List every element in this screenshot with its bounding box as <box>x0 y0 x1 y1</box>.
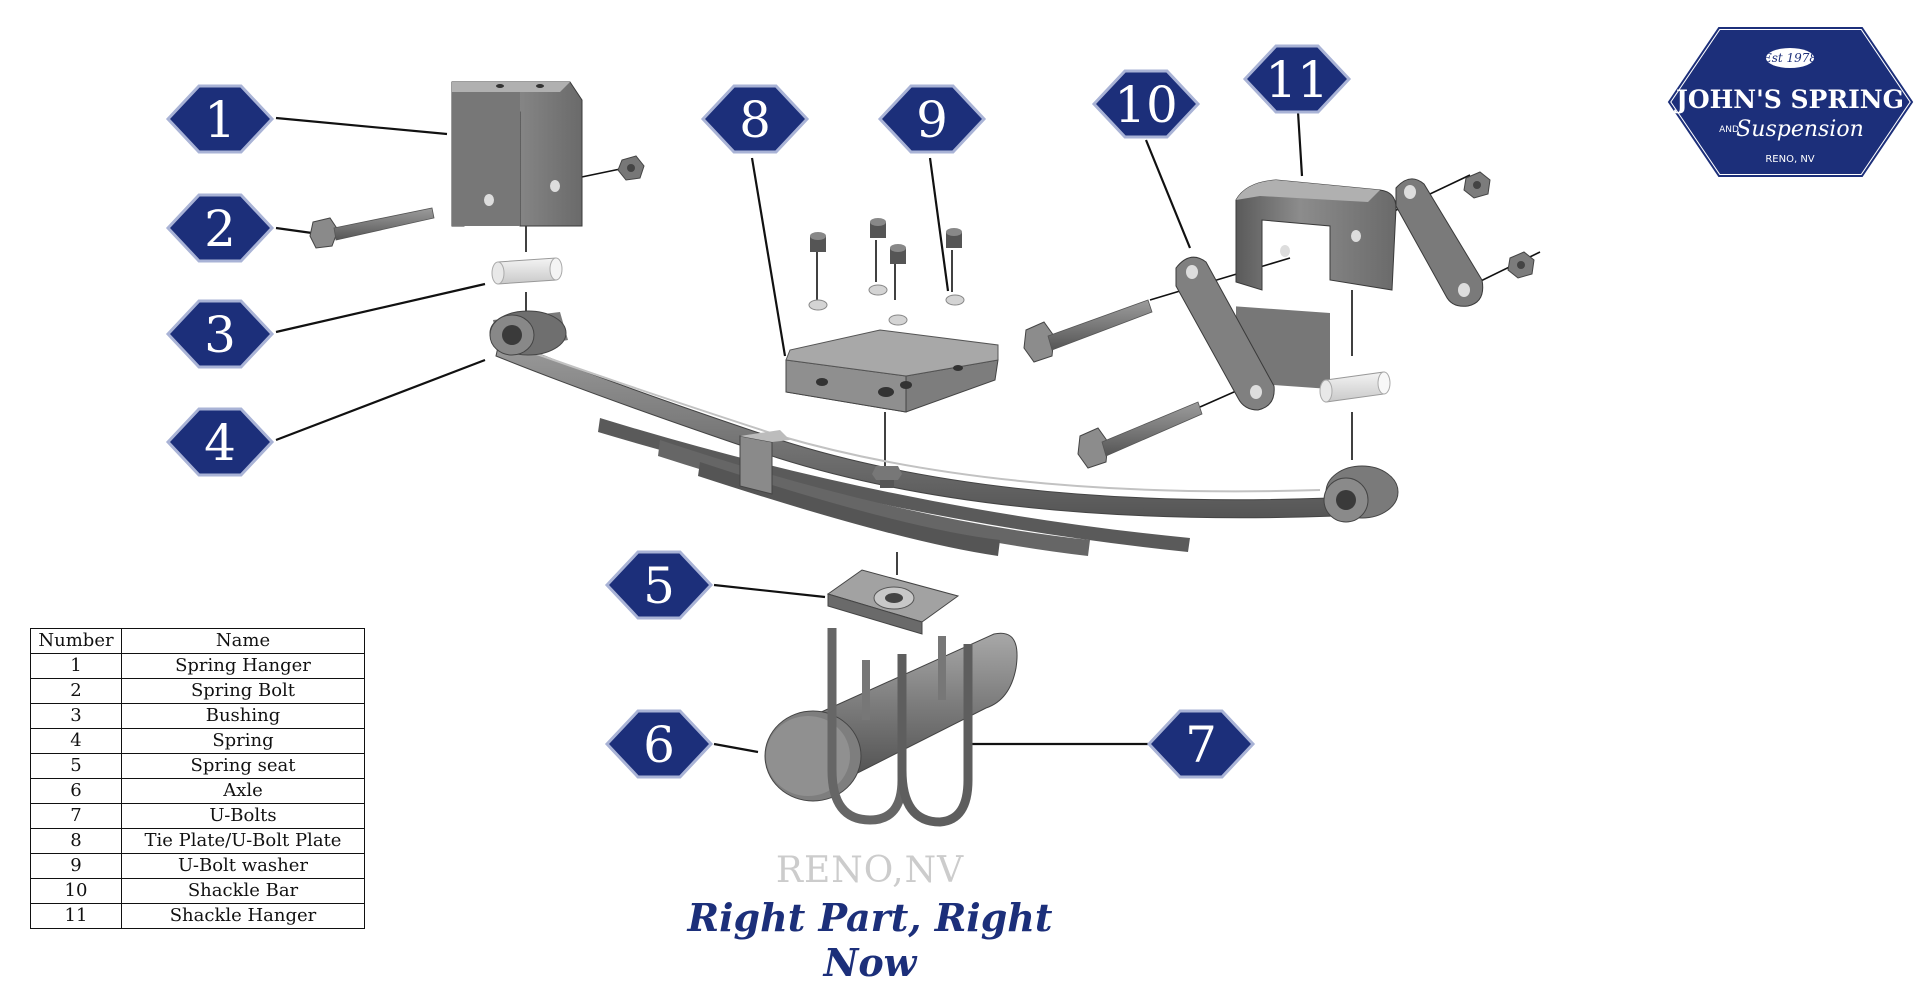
callout-number: 10 <box>1114 76 1178 134</box>
row-number: 9 <box>30 853 122 879</box>
u-bolt-washers-part <box>808 284 965 326</box>
row-name: U-Bolts <box>121 803 365 829</box>
logo-location: RENO, NV <box>1765 154 1814 165</box>
row-number: 11 <box>30 903 122 929</box>
callout-badges: 1 2 3 4 5 6 7 8 <box>165 44 1352 779</box>
callout-number: 6 <box>643 716 675 774</box>
callout-number: 8 <box>739 91 771 149</box>
row-name: Tie Plate/U-Bolt Plate <box>121 828 365 854</box>
row-number: 7 <box>30 803 122 829</box>
callout-badge-10: 10 <box>1091 69 1201 139</box>
row-name: Shackle Bar <box>121 878 365 904</box>
callout-badge-5: 5 <box>604 550 714 620</box>
leaf-spring-part <box>489 310 1399 556</box>
row-name: Spring Hanger <box>121 653 365 679</box>
row-name: Spring seat <box>121 753 365 779</box>
callout-badge-2: 2 <box>165 193 275 263</box>
exploded-suspension-diagram: 1 2 3 4 5 6 7 8 <box>165 26 1915 827</box>
footer-tagline: Right Part, Right Now <box>687 895 1053 985</box>
row-number: 1 <box>30 653 122 679</box>
row-name: Bushing <box>121 703 365 729</box>
row-number: 6 <box>30 778 122 804</box>
shackle-bolts-part <box>1023 299 1203 469</box>
row-name: Spring <box>121 728 365 754</box>
callout-badge-4: 4 <box>165 407 275 477</box>
row-name: Spring Bolt <box>121 678 365 704</box>
footer-location: RENO,NV <box>775 850 965 891</box>
shackle-nuts-part <box>1463 171 1535 279</box>
rear-bushing-part <box>1319 371 1391 403</box>
column-header-number: Number <box>30 628 122 654</box>
callout-badge-11: 11 <box>1242 44 1352 114</box>
callout-number: 2 <box>204 200 236 258</box>
shackle-hanger-part <box>1235 179 1397 390</box>
row-number: 8 <box>30 828 122 854</box>
callout-number: 7 <box>1185 716 1217 774</box>
callout-badge-1: 1 <box>165 84 275 154</box>
row-name: Axle <box>121 778 365 804</box>
callout-number: 3 <box>204 306 236 364</box>
row-number: 3 <box>30 703 122 729</box>
bushing-part <box>491 257 563 285</box>
callout-number: 4 <box>204 414 236 472</box>
logo-name-and: AND <box>1719 125 1739 135</box>
spring-bolt-part <box>309 207 435 249</box>
tie-plate-nuts <box>810 218 962 264</box>
u-bolts-part <box>827 628 973 827</box>
tie-plate-part <box>785 329 999 413</box>
callout-number: 9 <box>916 91 948 149</box>
callout-badge-9: 9 <box>877 84 987 154</box>
logo-established: Est 1978 <box>1762 51 1817 65</box>
spring-seat-part <box>826 569 960 635</box>
column-header-name: Name <box>121 628 365 654</box>
callout-badge-8: 8 <box>700 84 810 154</box>
callout-number: 11 <box>1265 51 1329 109</box>
row-name: Shackle Hanger <box>121 903 365 929</box>
row-number: 2 <box>30 678 122 704</box>
callout-badge-7: 7 <box>1146 709 1256 779</box>
spring-hanger-part <box>451 81 583 227</box>
callout-badge-6: 6 <box>604 709 714 779</box>
row-number: 4 <box>30 728 122 754</box>
callout-number: 1 <box>204 91 236 149</box>
hanger-nut-part <box>617 155 645 181</box>
row-name: U-Bolt washer <box>121 853 365 879</box>
johns-spring-logo: Est 1978 JOHN'S SPRING AND Suspension RE… <box>1666 26 1915 178</box>
row-number: 5 <box>30 753 122 779</box>
shackle-bars-part <box>1175 178 1484 411</box>
table-header-row: Number Name <box>30 628 365 654</box>
callout-badge-3: 3 <box>165 299 275 369</box>
axle-part <box>764 632 1018 802</box>
row-number: 10 <box>30 878 122 904</box>
logo-name-line2: Suspension <box>1736 117 1864 142</box>
callout-number: 5 <box>643 557 675 615</box>
logo-name-line1: JOHN'S SPRING <box>1674 85 1904 114</box>
